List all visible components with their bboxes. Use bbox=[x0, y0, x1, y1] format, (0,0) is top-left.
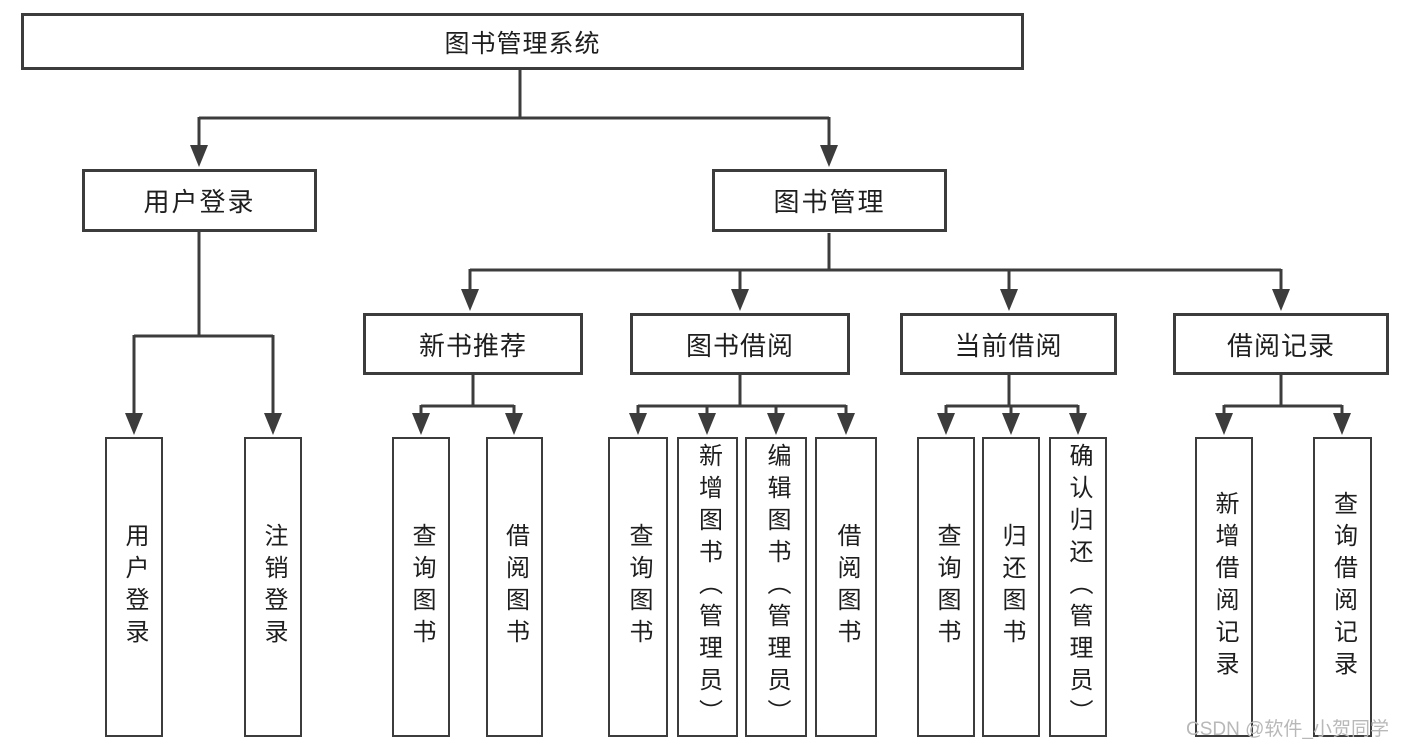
arrow-down-icons bbox=[125, 145, 1351, 435]
node-new-book-recommend: 新书推荐 bbox=[363, 313, 583, 375]
node-book-borrow: 图书借阅 bbox=[630, 313, 850, 375]
node-user-login-branch: 用户登录 bbox=[82, 169, 317, 232]
leaf-add-books-admin: 新增图书（管理员） bbox=[677, 437, 738, 737]
leaf-current-query-books: 查询图书 bbox=[917, 437, 975, 737]
leaf-user-login: 用户登录 bbox=[105, 437, 163, 737]
leaf-query-borrow-record: 查询借阅记录 bbox=[1313, 437, 1372, 737]
leaf-return-books: 归还图书 bbox=[982, 437, 1040, 737]
csdn-watermark: CSDN @软件_小贺同学 bbox=[1186, 719, 1389, 740]
leaf-logout: 注销登录 bbox=[244, 437, 302, 737]
leaf-borrow-query-books: 查询图书 bbox=[608, 437, 668, 737]
leaf-recommend-query-books: 查询图书 bbox=[392, 437, 450, 737]
leaf-borrow-books: 借阅图书 bbox=[815, 437, 877, 737]
node-current-borrow: 当前借阅 bbox=[900, 313, 1117, 375]
leaf-recommend-borrow-books: 借阅图书 bbox=[486, 437, 543, 737]
leaf-edit-books-admin: 编辑图书（管理员） bbox=[745, 437, 807, 737]
node-book-management-branch: 图书管理 bbox=[712, 169, 947, 232]
node-library-system: 图书管理系统 bbox=[21, 13, 1024, 70]
node-borrow-records: 借阅记录 bbox=[1173, 313, 1389, 375]
leaf-add-borrow-record: 新增借阅记录 bbox=[1195, 437, 1253, 737]
leaf-confirm-return-admin: 确认归还（管理员） bbox=[1049, 437, 1107, 737]
